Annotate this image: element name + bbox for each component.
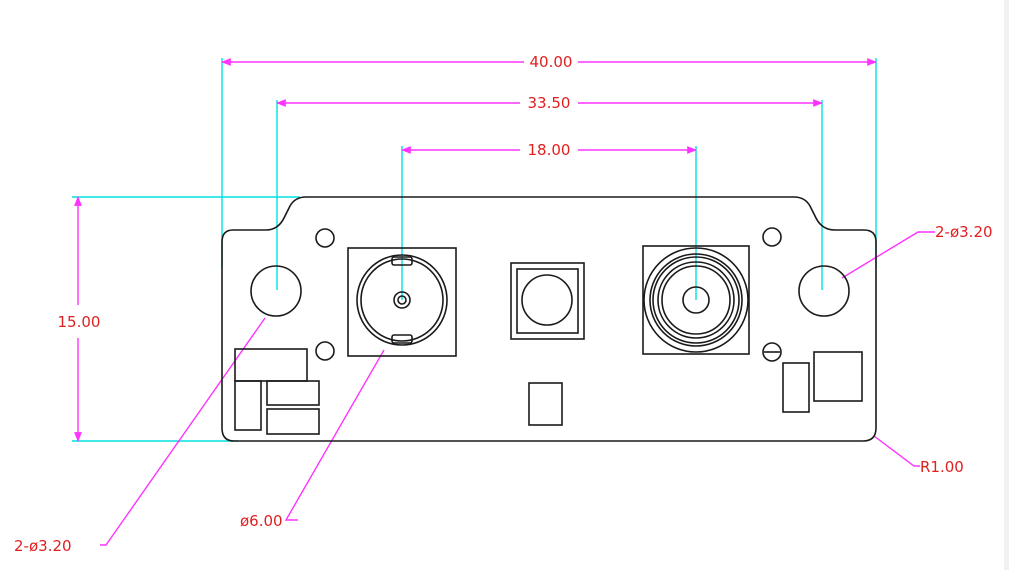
dimension-lines	[74, 58, 935, 546]
leader-hole-right	[841, 231, 935, 279]
label-lens-spacing: 18.00	[528, 141, 571, 159]
label-hole-left: 2-ø3.20	[14, 537, 72, 555]
lens-module-left	[347, 247, 457, 357]
center-sensor	[510, 262, 585, 340]
mounting-hole-right	[798, 265, 850, 317]
label-hole-spacing: 33.50	[528, 94, 571, 112]
label-lens-diameter: ø6.00	[240, 512, 283, 530]
board	[221, 196, 877, 442]
board-outline	[221, 196, 877, 442]
window-edge	[1004, 0, 1009, 570]
small-hole-top-right	[762, 227, 782, 247]
leader-lens-diameter	[284, 349, 385, 521]
label-height: 15.00	[58, 313, 101, 331]
component-bottom-center	[528, 382, 563, 426]
lens-module-right	[642, 245, 750, 355]
components-bottom-left	[234, 348, 320, 435]
small-hole-bottom-left	[315, 341, 335, 361]
components-bottom-right	[782, 351, 863, 413]
mounting-hole-left	[250, 265, 302, 317]
leader-corner-radius	[873, 435, 920, 467]
label-overall-width: 40.00	[530, 53, 573, 71]
label-hole-right: 2-ø3.20	[935, 223, 993, 241]
small-hole-top-left	[315, 228, 335, 248]
dimension-labels: 40.00 33.50 18.00 15.00 2-ø3.20 2-ø3.20 …	[14, 53, 993, 555]
label-corner-radius: R1.00	[920, 458, 964, 476]
extension-lines	[72, 58, 877, 442]
leader-hole-left	[100, 317, 266, 546]
small-hole-slotted-right	[762, 342, 782, 362]
